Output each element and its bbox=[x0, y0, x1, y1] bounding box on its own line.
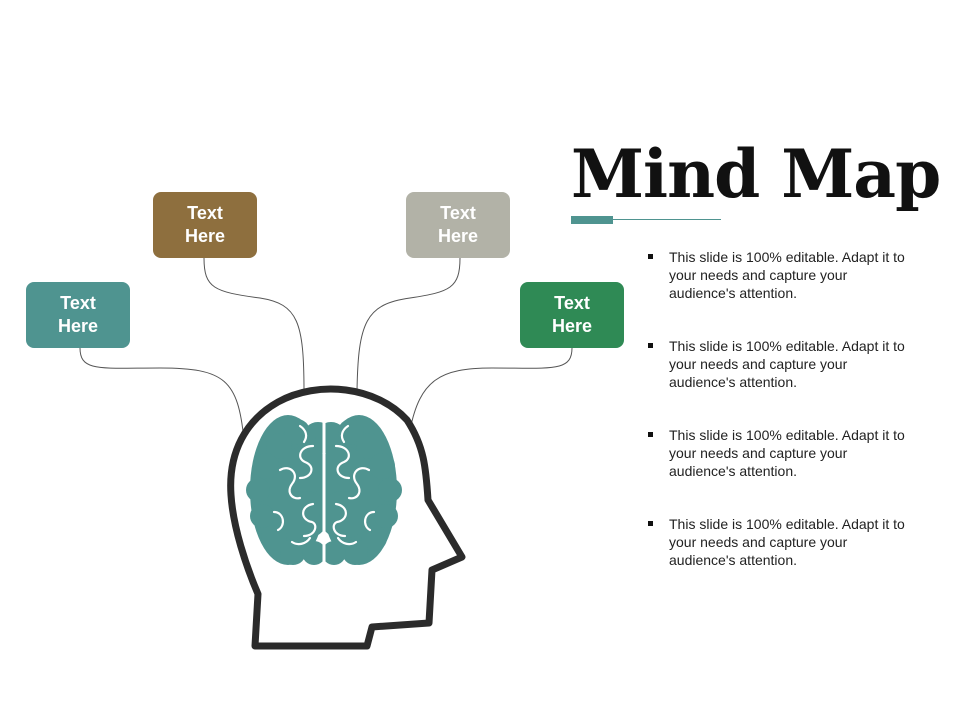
connector-line-4 bbox=[409, 347, 573, 431]
mind-map-node-3: Text Here bbox=[406, 192, 510, 258]
bullet-item-2: This slide is 100% editable. Adapt it to… bbox=[648, 337, 910, 391]
bullet-square-icon bbox=[648, 254, 653, 259]
brain-icon bbox=[246, 415, 402, 568]
mind-map-node-2: Text Here bbox=[153, 192, 257, 258]
brain-folds bbox=[272, 418, 376, 568]
mind-map-node-4-label: Text Here bbox=[551, 293, 593, 336]
bullet-list: This slide is 100% editable. Adapt it to… bbox=[648, 248, 910, 604]
bullet-item-2-text: This slide is 100% editable. Adapt it to… bbox=[669, 338, 905, 390]
bullet-item-4: This slide is 100% editable. Adapt it to… bbox=[648, 515, 910, 569]
bullet-item-3: This slide is 100% editable. Adapt it to… bbox=[648, 426, 910, 480]
mind-map-node-1: Text Here bbox=[26, 282, 130, 348]
bullet-square-icon bbox=[648, 343, 653, 348]
bullet-square-icon bbox=[648, 432, 653, 437]
bullet-item-1: This slide is 100% editable. Adapt it to… bbox=[648, 248, 910, 302]
connector-line-2 bbox=[203, 257, 305, 393]
title-underline-accent bbox=[571, 216, 613, 224]
connector-line-3 bbox=[356, 257, 461, 393]
bullet-item-4-text: This slide is 100% editable. Adapt it to… bbox=[669, 516, 905, 568]
mind-map-node-3-label: Text Here bbox=[437, 203, 479, 246]
title-underline-line bbox=[613, 219, 721, 220]
mind-map-node-1-label: Text Here bbox=[57, 293, 99, 336]
connector-line-1 bbox=[79, 347, 245, 441]
slide-title: Mind Map bbox=[571, 135, 941, 213]
bullet-item-3-text: This slide is 100% editable. Adapt it to… bbox=[669, 427, 905, 479]
bullet-square-icon bbox=[648, 521, 653, 526]
mind-map-node-4: Text Here bbox=[520, 282, 624, 348]
bullet-item-1-text: This slide is 100% editable. Adapt it to… bbox=[669, 249, 905, 301]
mind-map-node-2-label: Text Here bbox=[184, 203, 226, 246]
